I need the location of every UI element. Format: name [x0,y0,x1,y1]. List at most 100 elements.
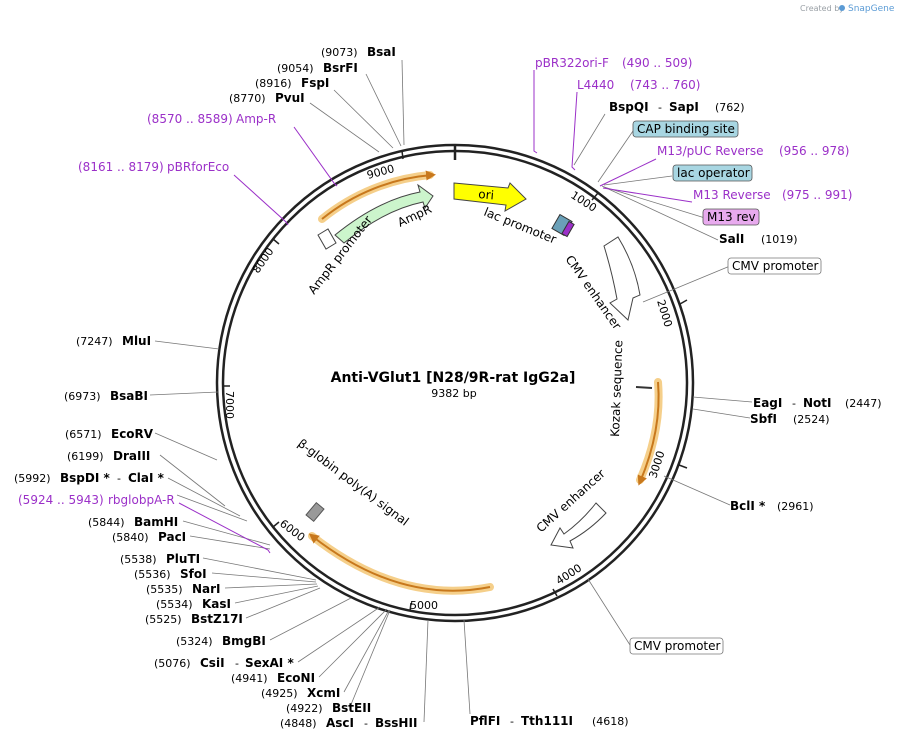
site-pluti-name: PluTI [166,552,200,566]
cmv-promoter-box-top [727,257,822,275]
ampr-feature-arrow [334,183,434,244]
site-bspqi-name: BspQI [609,100,649,114]
site-bamhi-name: BamHI [134,515,178,529]
site-csii-name: CsiI [200,656,225,670]
site-bsteii-pos: (4922) [286,702,323,715]
kozak-label: Kozak sequence [608,340,625,437]
site-xcmi-name: XcmI [307,686,340,700]
ori-feature-arrow [453,182,527,212]
primer-ampr-name: Amp-R [236,112,276,126]
primer-l4440-name: L4440 [577,78,614,92]
site-sapi-name: SapI [669,100,699,114]
bglobin-polya-block [305,501,325,523]
site-sali-pos: (1019) [761,233,798,246]
site-bsai-name: BsaI [367,45,396,59]
ruler-ticks [222,150,688,612]
m13-site-block [561,220,575,238]
ruler-label-4000: 4000 [554,561,585,587]
primer-m13puc-range: (956 .. 978) [779,144,849,158]
credit-text: Created by [800,4,844,13]
site-kasi-name: KasI [202,597,231,611]
site-sbfi-name: SbfI [750,412,777,426]
site-asci-sep: - [364,717,368,730]
leader-lines [149,59,753,723]
site-bspdi-sep: - [117,472,121,485]
site-bmgbi-pos: (5324) [176,635,213,648]
site-bcli-name: BclI * [730,499,766,513]
site-bspdi-name: BspDI * [60,471,110,485]
primer-m13puc-name: M13/pUC Reverse [657,144,764,158]
site-asci-pos: (4848) [280,717,317,730]
primer-leaders [178,70,693,554]
site-econi-name: EcoNI [277,671,315,685]
primer-pbrforeco-name: pBRforEco [167,160,229,174]
site-bstz17i-name: BstZ17I [191,612,243,626]
site-pvui-name: PvuI [275,91,305,105]
ori-feature-label: ori [478,187,495,202]
site-bsrfi-name: BsrFI [323,61,358,75]
site-bsai-pos: (9073) [321,46,358,59]
orf-bottom-line [308,533,491,592]
credit-brand: SnapGene [848,4,895,14]
site-econi-pos: (4941) [231,672,268,685]
site-mlui-name: MluI [122,334,151,348]
cmv-promoter-box-bottom [629,637,724,655]
primer-ampr-range: (8570 .. 8589) [147,112,233,126]
site-sfoi-name: SfoI [180,567,207,581]
site-fspi-name: FspI [301,76,329,90]
primer-rbglob-name: rbglobpA-R [108,493,175,507]
site-pflfi-name: PflFI [470,714,500,728]
site-eagi-sep: - [792,397,796,410]
primer-rbglob-range: (5924 .. 5943) [18,493,104,507]
site-bspqi-sep: - [658,101,662,114]
lac-operator-label: lac operator [677,166,750,180]
cmv-enhancer-arrow-1 [603,236,641,321]
cap-binding-site-box [632,120,739,138]
site-mlui-pos: (7247) [76,335,113,348]
site-paci-pos: (5840) [112,531,149,544]
site-bspdi-pos: (5992) [14,472,51,485]
site-tth111i-name: Tth111I [521,714,573,728]
site-kasi-pos: (5534) [156,598,193,611]
site-bamhi-pos: (5844) [88,516,125,529]
site-sbfi-pos: (2524) [793,413,830,426]
cmv-enhancer-arrow-2 [550,502,607,549]
snapgene-logo-icon [839,5,845,11]
site-draiii-pos: (6199) [67,450,104,463]
lac-promoter-label: lac promoter [482,205,558,247]
cmv-promoter-label-top: CMV promoter [732,259,819,273]
site-sfoi-pos: (5536) [134,568,171,581]
primer-l4440-range: (743 .. 760) [630,78,700,92]
cap-binding-site-label: CAP binding site [637,122,735,136]
site-xcmi-pos: (4925) [261,687,298,700]
site-pluti-pos: (5538) [120,553,157,566]
ampr-promoter-arrow [317,228,337,250]
site-eagi-name: EagI [753,396,782,410]
site-bsteii-name: BstEII [332,701,371,715]
site-eagi-pos: (2447) [845,397,882,410]
site-bsrfi-pos: (9054) [277,62,314,75]
site-csii-pos: (5076) [154,657,191,670]
site-nari-name: NarI [192,582,221,596]
orf-right-line [637,381,660,486]
site-bsabi-pos: (6973) [64,390,101,403]
primer-pbr322ori-range: (490 .. 509) [622,56,692,70]
primer-m13rev-name: M13 Reverse [693,188,771,202]
site-bsshii-name: BssHII [375,716,417,730]
site-csii-sep: - [235,657,239,670]
site-sali-name: SalI [719,232,744,246]
ruler-label-7000: 7000 [223,391,236,419]
ruler-label-8000: 8000 [250,245,277,275]
site-clai-name: ClaI * [128,471,165,485]
site-bspqi-pos: (762) [715,101,745,114]
site-pflfi-sep: - [510,715,514,728]
primer-m13rev-range: (975 .. 991) [782,188,852,202]
site-paci-name: PacI [158,530,186,544]
site-fspi-pos: (8916) [255,77,292,90]
site-bstz17i-pos: (5525) [145,613,182,626]
ruler-label-1000: 1000 [568,189,599,215]
m13-rev-box [702,208,760,226]
ampr-promoter-label: AmpR promoter [305,213,375,297]
lac-operator-box [672,164,753,182]
